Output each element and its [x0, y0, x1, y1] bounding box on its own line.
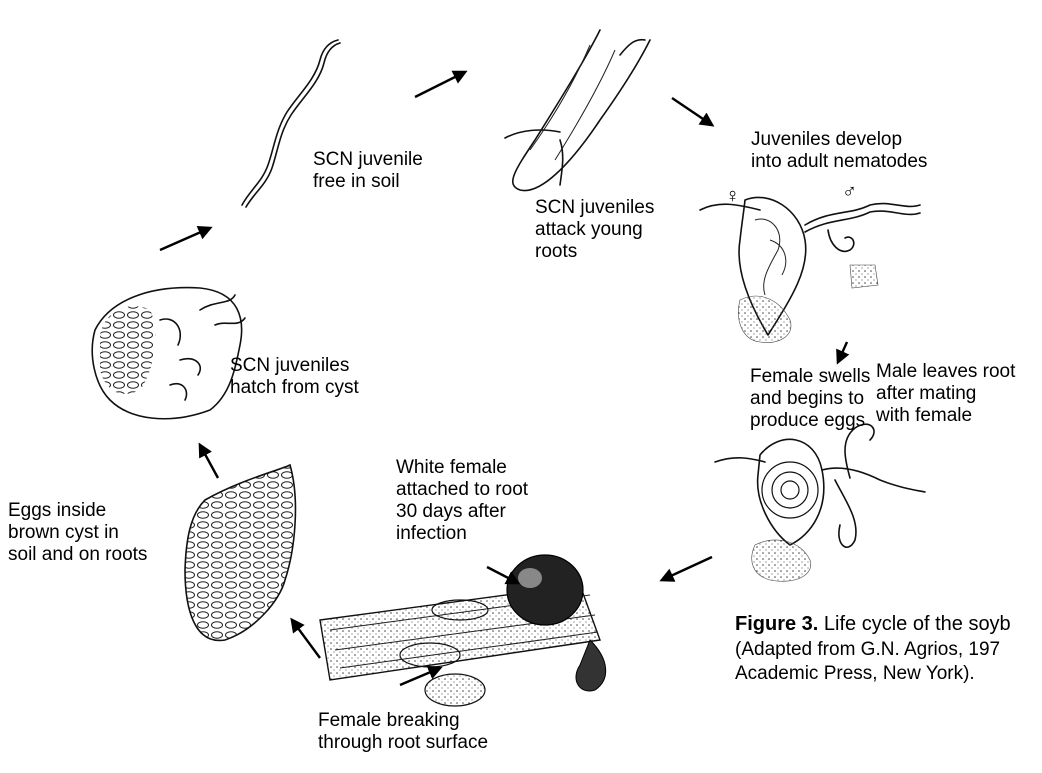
caption-line-2: (Adapted from G.N. Agrios, 197: [735, 638, 1000, 662]
female-symbol: ♀: [725, 185, 740, 207]
adult-nematodes-illustration: [700, 197, 920, 342]
arrow-soil-to-root: [415, 72, 465, 97]
arrow-hatch-to-soil: [160, 228, 210, 250]
label-juveniles-hatch: SCN juveniles hatch from cyst: [230, 355, 359, 399]
arrow-adults-to-swell: [838, 342, 847, 362]
label-eggs-cyst: Eggs inside brown cyst in soil and on ro…: [8, 500, 147, 566]
label-female-swells: Female swells and begins to produce eggs: [750, 366, 870, 432]
brown-cyst-illustration: [185, 465, 295, 640]
arrow-root-to-brown-cyst: [292, 620, 320, 658]
caption-line-3: Academic Press, New York).: [735, 662, 975, 686]
label-juveniles-attack: SCN juveniles attack young roots: [535, 197, 654, 263]
hatching-cyst-illustration: [92, 288, 245, 419]
label-female-breaking: Female breaking through root surface: [318, 710, 488, 754]
caption-line-1: Life cycle of the soyb: [818, 613, 1010, 635]
label-white-female: White female attached to root 30 days af…: [396, 457, 528, 545]
female-swelling-illustration: [715, 424, 925, 581]
figure-label: Figure 3.: [735, 613, 818, 635]
arrow-root-to-adults: [672, 98, 712, 125]
label-male-leaves: Male leaves root after mating with femal…: [876, 361, 1015, 427]
root-with-female-illustration: [320, 555, 606, 706]
arrow-swell-to-white-female: [662, 557, 712, 580]
figure-caption: Figure 3. Life cycle of the soyb: [735, 612, 1011, 636]
arrow-brown-cyst-to-hatch: [200, 445, 218, 478]
label-juvenile-soil: SCN juvenile free in soil: [313, 149, 423, 193]
male-symbol: ♂: [842, 181, 857, 203]
root-tip-illustration: [505, 30, 650, 191]
label-juveniles-develop: Juveniles develop into adult nematodes: [751, 129, 927, 173]
